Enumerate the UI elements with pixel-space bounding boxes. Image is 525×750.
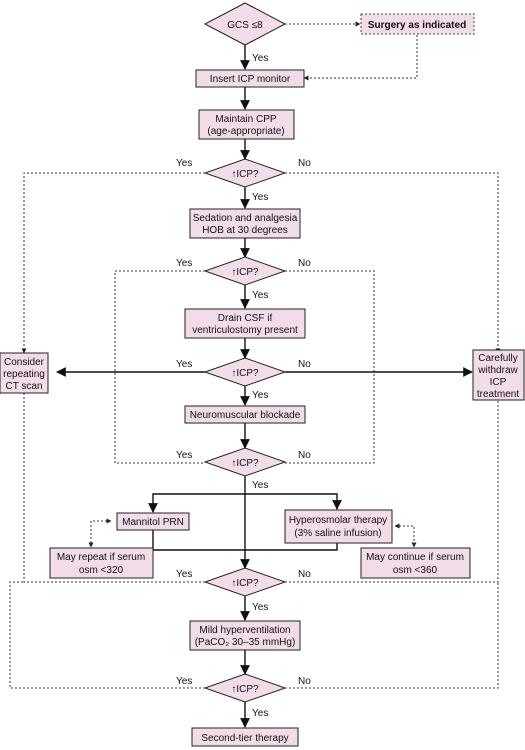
- edge-icp1-yes-left: [21, 172, 205, 354]
- connectors: [9, 21, 501, 728]
- label-yes-icp2: Yes: [176, 258, 192, 269]
- label-yes-icp2-down: Yes: [252, 290, 268, 301]
- label-no-icp5: No: [298, 569, 311, 580]
- label-no-icp2: No: [298, 258, 311, 269]
- edge-icp2-yes-left: [114, 270, 205, 464]
- label-no-icp3: No: [298, 359, 311, 370]
- edge-icp1-no-right: [285, 172, 501, 354]
- hyperventilation-box: Mild hyperventilation (PaCO₂ 30–35 mmHg): [189, 620, 301, 651]
- edge-mannitol-repeat: [88, 518, 112, 548]
- edge-branch-mannitol: [148, 493, 245, 513]
- withdraw-line4: treatment: [477, 389, 519, 400]
- drain-csf-line1: Drain CSF if: [218, 313, 273, 324]
- edge-hyperosmolar-merge: [245, 543, 338, 551]
- decision-icp-1: ↑ICP?: [203, 158, 287, 188]
- hyperosmolar-line1: Hyperosmolar therapy: [289, 515, 387, 526]
- edge-surgery-to-insert: [303, 35, 418, 81]
- label-yes-icp3-down: Yes: [252, 390, 268, 401]
- label-yes-gcs: Yes: [252, 53, 268, 64]
- drain-csf-line2: ventriculostomy present: [192, 325, 298, 336]
- insert-icp-box: Insert ICP monitor: [195, 69, 305, 88]
- icp-6-label: ↑ICP?: [231, 684, 259, 695]
- insert-icp-label: Insert ICP monitor: [210, 74, 291, 85]
- repeat-mannitol-box: May repeat if serum osm <320: [49, 547, 154, 579]
- decision-icp-2: ↑ICP?: [203, 256, 287, 286]
- mannitol-box: Mannitol PRN: [116, 512, 190, 531]
- edge-hyperosmolar-continue: [394, 523, 417, 548]
- hyperosmolar-box: Hyperosmolar therapy (3% saline infusion…: [284, 509, 393, 544]
- edge-icp2-no-right: [285, 270, 375, 464]
- maintain-cpp-box: Maintain CPP (age-appropriate): [198, 109, 295, 140]
- label-yes-icp5: Yes: [176, 569, 192, 580]
- maintain-cpp-line1: Maintain CPP: [215, 114, 276, 125]
- icp-2-label: ↑ICP?: [231, 267, 259, 278]
- ct-scan-line2: repeating: [3, 369, 45, 380]
- gcs-label: GCS ≤8: [227, 20, 263, 31]
- edge-branch-hyperosmolar: [245, 493, 342, 510]
- label-yes-icp1-down: Yes: [252, 192, 268, 203]
- repeat-mannitol-line2: osm <320: [79, 565, 124, 576]
- repeat-mannitol-line1: May repeat if serum: [57, 552, 145, 563]
- icp-5-label: ↑ICP?: [231, 578, 259, 589]
- label-yes-icp5-down: Yes: [252, 602, 268, 613]
- label-no-icp4: No: [298, 450, 311, 461]
- edge-icp6-no-right: [285, 582, 499, 689]
- decision-icp-6: ↑ICP?: [203, 673, 287, 703]
- label-yes-icp6: Yes: [176, 676, 192, 687]
- surgery-box: Surgery as indicated: [360, 13, 475, 35]
- withdraw-line3: ICP: [490, 377, 507, 388]
- second-tier-label: Second-tier therapy: [201, 733, 288, 744]
- mannitol-label: Mannitol PRN: [122, 517, 184, 528]
- sedation-box: Sedation and analgesia HOB at 30 degrees: [189, 208, 301, 239]
- edge-icp5-no-right: [285, 400, 499, 583]
- decision-icp-5: ↑ICP?: [203, 567, 287, 597]
- surgery-label: Surgery as indicated: [368, 20, 466, 31]
- neuromuscular-label: Neuromuscular blockade: [190, 410, 301, 421]
- withdraw-box: Carefully withdraw ICP treatment: [472, 349, 525, 401]
- label-yes-icp4-down: Yes: [252, 480, 268, 491]
- sedation-line1: Sedation and analgesia: [193, 213, 298, 224]
- neuromuscular-box: Neuromuscular blockade: [184, 405, 306, 424]
- label-yes-icp3: Yes: [176, 359, 192, 370]
- icp-3-label: ↑ICP?: [231, 368, 259, 379]
- icp-4-label: ↑ICP?: [231, 458, 259, 469]
- label-no-icp6: No: [298, 676, 311, 687]
- label-no-icp1: No: [298, 158, 311, 169]
- withdraw-line2: withdraw: [477, 365, 518, 376]
- edge-icp5-yes-left: [23, 393, 205, 583]
- drain-csf-box: Drain CSF if ventriculostomy present: [184, 308, 306, 339]
- label-yes-icp6-down: Yes: [252, 708, 268, 719]
- continue-hyper-box: May continue if serum osm <360: [360, 547, 471, 579]
- withdraw-line1: Carefully: [478, 353, 517, 364]
- label-yes-icp1: Yes: [176, 158, 192, 169]
- hyperosmolar-line2: (3% saline infusion): [294, 528, 381, 539]
- hyperventilation-line1: Mild hyperventilation: [199, 625, 290, 636]
- maintain-cpp-line2: (age-appropriate): [207, 126, 284, 137]
- ct-scan-box: Consider repeating CT scan: [0, 352, 49, 394]
- continue-hyper-line2: osm <360: [393, 565, 438, 576]
- sedation-line2: HOB at 30 degrees: [202, 225, 288, 236]
- hyperventilation-line2: (PaCO₂ 30–35 mmHg): [195, 637, 296, 648]
- label-yes-icp4: Yes: [176, 450, 192, 461]
- decision-gcs: GCS ≤8: [203, 2, 287, 46]
- second-tier-box: Second-tier therapy: [191, 727, 299, 747]
- icp-1-label: ↑ICP?: [231, 169, 259, 180]
- decision-icp-3: ↑ICP?: [203, 357, 287, 387]
- decision-icp-4: ↑ICP?: [203, 447, 287, 477]
- edge-labels: Yes Yes No Yes Yes No Yes Yes No Yes Yes…: [176, 53, 311, 719]
- ct-scan-line1: Consider: [4, 357, 45, 368]
- continue-hyper-line1: May continue if serum: [366, 552, 464, 563]
- ct-scan-line3: CT scan: [5, 381, 42, 392]
- edge-mannitol-merge: [152, 530, 245, 551]
- edge-icp6-yes-left: [9, 581, 205, 689]
